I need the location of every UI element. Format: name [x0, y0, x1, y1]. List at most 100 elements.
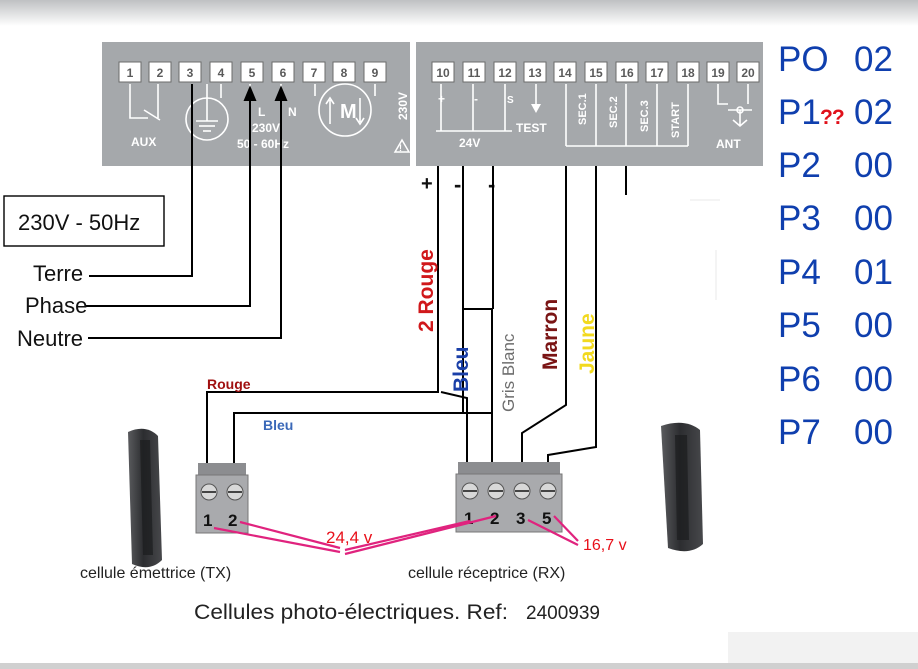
v230-label: 230V	[252, 121, 280, 135]
caption-ref: 2400939	[526, 603, 600, 624]
terminal-box	[493, 61, 517, 83]
power-arrows	[243, 85, 288, 101]
test-label: TEST	[516, 121, 547, 135]
rx-terminal-3: 3	[516, 509, 525, 528]
terminal-number: 19	[711, 66, 725, 80]
terminal-box	[240, 61, 264, 83]
parameter-name: P7	[778, 413, 821, 452]
tx-terminal-1: 1	[203, 511, 212, 530]
terminal-box	[431, 61, 455, 83]
terminal-box	[332, 61, 356, 83]
parameter-value: 00	[854, 360, 893, 399]
v230-side-label: 230V	[396, 92, 410, 120]
parameter-value: 02	[854, 40, 893, 79]
terminal-number: 11	[468, 66, 481, 80]
polarity-marks: + - -	[421, 172, 495, 197]
v24-label: 24V	[459, 136, 480, 150]
terminal-box	[553, 61, 577, 83]
terminal-box	[462, 61, 486, 83]
parameter-row: P5 00	[778, 306, 893, 346]
terminal-number: 12	[498, 66, 512, 80]
caption: Cellules photo-électriques. Ref: 2400939	[194, 601, 600, 624]
n-label: N	[288, 105, 297, 119]
terminal-number: 13	[528, 66, 542, 80]
neutre-label: Neutre	[17, 326, 83, 351]
terminal-box	[302, 61, 326, 83]
marron-label: Marron	[539, 299, 562, 370]
terminal-box	[676, 61, 700, 83]
rouge-horizontal-label: Rouge	[207, 376, 251, 392]
parameter-row: P1??02	[778, 93, 893, 133]
top-band	[0, 0, 918, 26]
start-label: START	[670, 102, 682, 138]
phase-label: Phase	[25, 293, 87, 318]
terminal-box	[209, 61, 233, 83]
parameter-name: P3	[778, 199, 821, 238]
terminal-box	[523, 61, 547, 83]
l-label: L	[258, 105, 265, 119]
test-arrow-icon	[531, 104, 541, 113]
terminal-box	[584, 61, 608, 83]
aux-label: AUX	[131, 135, 156, 149]
terminal-number: 18	[681, 66, 695, 80]
plus-small-label: +	[438, 92, 445, 106]
bleu-horizontal-label: Bleu	[263, 417, 293, 433]
terminal-box	[178, 61, 202, 83]
minus-mark-2: -	[488, 172, 495, 197]
bleu-vertical-label: Bleu	[450, 346, 473, 392]
minus-small-label: -	[474, 92, 478, 106]
rx-terminal-5: 5	[542, 509, 551, 528]
rx-terminal-numbers: 1 2 3 5	[464, 509, 551, 528]
terminal-number: 8	[341, 66, 348, 80]
terminal-number: 9	[372, 66, 379, 80]
terminal-number: 3	[187, 66, 194, 80]
terminal-number: 5	[249, 66, 256, 80]
power-wires	[86, 84, 282, 339]
terminal-number: 1	[127, 66, 134, 80]
motor-label-bg	[335, 100, 355, 120]
terminal-box	[736, 61, 760, 83]
terminal-number: 10	[436, 66, 450, 80]
parameter-name: P4	[778, 253, 821, 292]
rx-terminal-1: 1	[464, 509, 473, 528]
parameter-value: 00	[854, 199, 893, 238]
terminal-number: 2	[157, 66, 164, 80]
parameter-note: ??	[820, 106, 845, 129]
tx-terminal-numbers: 1 2	[203, 511, 237, 530]
tx-terminal-2: 2	[228, 511, 237, 530]
voltage-readings: 24,4 v 16,7 v	[326, 528, 627, 554]
terminal-box	[271, 61, 295, 83]
terminal-number: 7	[311, 66, 318, 80]
parameter-value: 02	[854, 93, 893, 132]
terminal-number: 16	[620, 66, 634, 80]
sec3-label: SEC.3	[639, 100, 651, 132]
faint-marks	[690, 199, 720, 300]
parameter-value: 00	[854, 146, 893, 185]
rx-cell-label: cellule réceptrice (RX)	[408, 565, 565, 582]
terminal-number: 14	[558, 66, 572, 80]
terminal-number: 4	[218, 66, 225, 80]
terminal-box	[706, 61, 730, 83]
tx-terminal-block	[195, 463, 249, 534]
rx-terminal-2: 2	[490, 509, 499, 528]
terminal-box	[615, 61, 639, 83]
panel-internal-symbols	[129, 83, 752, 147]
cell-labels: cellule émettrice (TX) cellule réceptric…	[80, 565, 565, 582]
motor-label: M	[340, 101, 357, 123]
parameter-value: 00	[854, 306, 893, 345]
terminal-number: 6	[280, 66, 287, 80]
controller-panel	[102, 42, 763, 166]
terminal-box	[645, 61, 669, 83]
terminal-number: 15	[589, 66, 603, 80]
parameter-name: P5	[778, 306, 821, 345]
parameter-row: P3 00	[778, 199, 893, 239]
gris-blanc-label: Gris Blanc	[499, 333, 518, 412]
bottom-right-patch	[728, 632, 918, 663]
warning-icons: !	[393, 138, 411, 153]
